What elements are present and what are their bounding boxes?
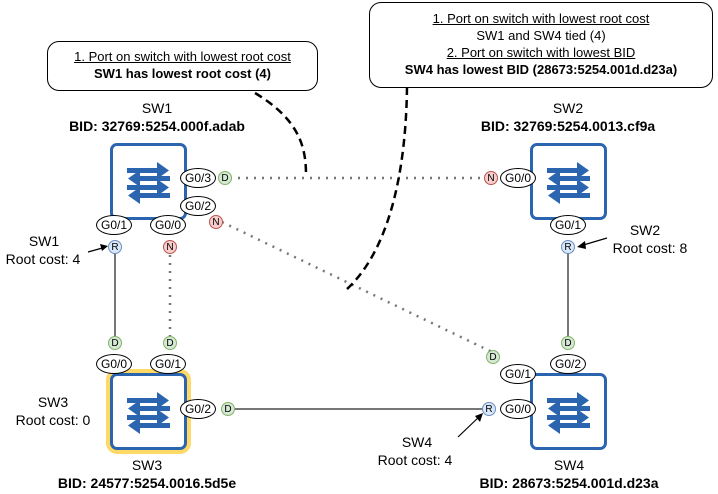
- callout-sw1-lowest-cost: 1. Port on switch with lowest root cost …: [47, 41, 318, 91]
- sw1-g01-root-port-marker: R: [108, 240, 122, 254]
- sw3-root-cost: Root cost: 0: [15, 412, 91, 428]
- callout-right-rule2: 2. Port on switch with lowest BID: [446, 45, 636, 60]
- sw3-cost-name: SW3: [37, 394, 69, 410]
- sw3-g02-designated-marker: D: [221, 402, 235, 416]
- switch-arrows-icon: [547, 162, 590, 204]
- sw3-g00-designated-marker: D: [108, 336, 122, 350]
- sw1-cost-name: SW1: [28, 233, 60, 249]
- sw2-port-g00[interactable]: G0/0: [500, 168, 536, 188]
- callout-right-tie: SW1 and SW4 tied (4): [476, 28, 606, 43]
- sw3-g01-designated-marker: D: [163, 336, 177, 350]
- sw1-port-g02[interactable]: G0/2: [180, 196, 216, 216]
- sw2-name: SW2: [552, 100, 584, 116]
- sw3-bid: BID: 24577:5254.0016.5d5e: [57, 475, 237, 491]
- sw4-port-g01[interactable]: G0/1: [500, 364, 536, 384]
- sw1-port-g00[interactable]: G0/0: [150, 215, 186, 235]
- link-sw1-sw4-blocked: [221, 220, 493, 354]
- sw3-switch-root-bridge[interactable]: [110, 373, 187, 450]
- sw2-root-cost: Root cost: 8: [612, 240, 688, 256]
- sw3-name: SW3: [131, 457, 163, 473]
- sw1-port-g03[interactable]: G0/3: [180, 168, 216, 188]
- switch-arrows-icon: [127, 392, 170, 434]
- sw1-bid: BID: 32769:5254.000f.adab: [69, 118, 245, 134]
- sw1-cost-arrowhead: [100, 244, 108, 251]
- sw4-root-cost: Root cost: 4: [377, 452, 453, 468]
- sw4-g02-designated-marker: D: [561, 336, 575, 350]
- callout-right-result: SW4 has lowest BID (28673:5254.001d.d23a…: [404, 62, 678, 77]
- sw3-port-g00[interactable]: G0/0: [96, 354, 132, 374]
- sw1-name: SW1: [141, 100, 173, 116]
- sw1-root-cost: Root cost: 4: [5, 251, 81, 267]
- sw4-switch[interactable]: [530, 373, 607, 450]
- sw4-cost-name: SW4: [401, 434, 433, 450]
- sw2-g00-non-designated-marker: N: [484, 171, 498, 185]
- sw2-cost-arrowhead: [577, 241, 586, 249]
- sw2-bid: BID: 32769:5254.0013.cf9a: [480, 118, 656, 134]
- sw1-switch[interactable]: [110, 143, 187, 220]
- callout-left-result: SW1 has lowest root cost (4): [94, 66, 271, 81]
- sw1-g00-non-designated-marker: N: [163, 240, 177, 254]
- sw2-cost-name: SW2: [629, 222, 661, 238]
- sw3-port-g01[interactable]: G0/1: [150, 354, 186, 374]
- sw4-bid: BID: 28673:5254.001d.d23a: [479, 475, 659, 491]
- sw4-g00-root-port-marker: R: [482, 402, 496, 416]
- sw4-g01-designated-marker: D: [486, 350, 500, 364]
- sw1-g03-designated-marker: D: [218, 171, 232, 185]
- sw1-port-g01[interactable]: G0/1: [96, 215, 132, 235]
- switch-arrows-icon: [127, 162, 170, 204]
- sw2-g01-root-port-marker: R: [561, 240, 575, 254]
- sw4-port-g02[interactable]: G0/2: [550, 354, 586, 374]
- sw4-name: SW4: [553, 457, 585, 473]
- sw2-port-g01[interactable]: G0/1: [550, 215, 586, 235]
- sw2-switch[interactable]: [530, 143, 607, 220]
- switch-arrows-icon: [547, 392, 590, 434]
- callout-right-pointer: [345, 86, 409, 291]
- sw1-g02-non-designated-marker: N: [209, 215, 223, 229]
- callout-left-rule: 1. Port on switch with lowest root cost: [74, 49, 291, 64]
- sw3-port-g02[interactable]: G0/2: [180, 399, 216, 419]
- callout-right-rule1: 1. Port on switch with lowest root cost: [432, 11, 650, 26]
- callout-sw4-lowest-bid: 1. Port on switch with lowest root cost …: [369, 2, 713, 88]
- callout-left-pointer: [254, 91, 308, 176]
- sw4-cost-arrowhead: [475, 413, 483, 422]
- sw4-cost-arrow: [457, 414, 482, 438]
- sw4-port-g00[interactable]: G0/0: [500, 399, 536, 419]
